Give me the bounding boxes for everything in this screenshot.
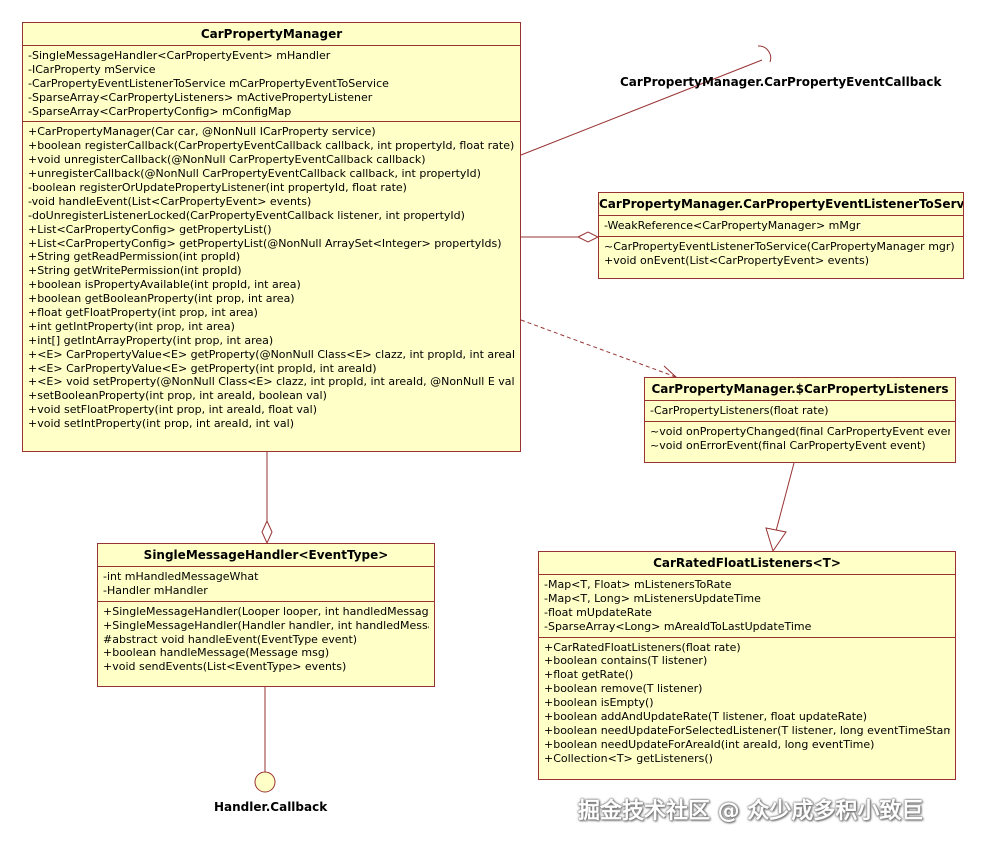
method: +boolean handleMessage(Message msg) xyxy=(103,646,330,660)
class-title: CarRatedFloatListeners<T> xyxy=(539,552,955,575)
method: +int[] getIntArrayProperty(int prop, int… xyxy=(28,333,274,347)
fields-section: -SingleMessageHandler<CarPropertyEvent> … xyxy=(23,46,520,123)
method: +boolean needUpdateForAreaId(int areaId,… xyxy=(544,737,875,751)
method: +List<CarPropertyConfig> getPropertyList… xyxy=(28,222,272,236)
method: -boolean registerOrUpdatePropertyListene… xyxy=(28,181,407,195)
field: -CarPropertyListeners(float rate) xyxy=(650,404,829,417)
field: -SparseArray<Long> mAreaIdToLastUpdateTi… xyxy=(544,619,812,633)
method: +SingleMessageHandler(Handler handler, i… xyxy=(103,618,429,632)
class-title: SingleMessageHandler<EventType> xyxy=(98,544,434,567)
methods-section: +CarRatedFloatListeners(float rate) +boo… xyxy=(539,638,955,769)
method: ~CarPropertyEventListenerToService(CarPr… xyxy=(604,239,955,253)
class-title: CarPropertyManager.CarPropertyEventListe… xyxy=(599,193,963,216)
class-title: CarPropertyManager xyxy=(23,23,520,46)
field: -int mHandledMessageWhat xyxy=(103,570,259,583)
method: +void setIntProperty(int prop, int areaI… xyxy=(28,417,294,431)
method: +String getWritePermission(int propId) xyxy=(28,264,242,278)
callback-socket xyxy=(757,45,772,63)
field: -SparseArray<CarPropertyListeners> mActi… xyxy=(28,90,373,104)
class-car-property-manager[interactable]: CarPropertyManager -SingleMessageHandler… xyxy=(22,22,521,452)
field: -SparseArray<CarPropertyConfig> mConfigM… xyxy=(28,104,292,118)
method: +<E> CarPropertyValue<E> getProperty(int… xyxy=(28,361,377,375)
method: +boolean addAndUpdateRate(T listener, fl… xyxy=(544,710,868,724)
method: +setBooleanProperty(int prop, int areaId… xyxy=(28,389,327,403)
field: -float mUpdateRate xyxy=(544,605,652,619)
method: +void sendEvents(List<EventType> events) xyxy=(103,660,347,674)
methods-section: ~CarPropertyEventListenerToService(CarPr… xyxy=(599,237,963,271)
handler-callback-lollipop xyxy=(254,771,276,793)
method: +boolean needUpdateForSelectedListener(T… xyxy=(544,723,950,737)
class-listener-to-service[interactable]: CarPropertyManager.CarPropertyEventListe… xyxy=(598,192,964,279)
method: +unregisterCallback(@NonNull CarProperty… xyxy=(28,167,481,181)
method: ~void onPropertyChanged(final CarPropert… xyxy=(650,424,950,438)
field: -ICarProperty mService xyxy=(28,62,156,76)
method: ~void onErrorEvent(final CarPropertyEven… xyxy=(650,438,926,452)
method: +boolean registerCallback(CarPropertyEve… xyxy=(28,139,515,153)
method: +List<CarPropertyConfig> getPropertyList… xyxy=(28,236,502,250)
methods-section: +SingleMessageHandler(Looper looper, int… xyxy=(98,602,434,677)
method: -doUnregisterListenerLocked(CarPropertyE… xyxy=(28,208,465,222)
method: +float getFloatProperty(int prop, int ar… xyxy=(28,306,258,320)
method: +String getReadPermission(int propId) xyxy=(28,250,241,264)
interface-label-handler-callback: Handler.Callback xyxy=(214,800,328,814)
handler-composition-diamond xyxy=(261,519,273,545)
methods-section: ~void onPropertyChanged(final CarPropert… xyxy=(645,422,955,456)
method: +<E> CarPropertyValue<E> getProperty(@No… xyxy=(28,347,515,361)
method: +float getRate() xyxy=(544,668,634,682)
interface-label-event-callback: CarPropertyManager.CarPropertyEventCallb… xyxy=(620,75,942,89)
method: +void onEvent(List<CarPropertyEvent> eve… xyxy=(604,253,870,267)
field: -CarPropertyEventListenerToService mCarP… xyxy=(28,76,389,90)
method: +boolean remove(T listener) xyxy=(544,682,703,696)
method: +boolean getBooleanProperty(int prop, in… xyxy=(28,292,295,306)
class-single-message-handler[interactable]: SingleMessageHandler<EventType> -int mHa… xyxy=(97,543,435,687)
method: +CarRatedFloatListeners(float rate) xyxy=(544,640,741,654)
method: +boolean contains(T listener) xyxy=(544,654,708,668)
method: +boolean isPropertyAvailable(int propId,… xyxy=(28,278,301,292)
method: +int getIntProperty(int prop, int area) xyxy=(28,319,235,333)
method: +Collection<T> getListeners() xyxy=(544,751,713,765)
field: -Map<T, Float> mListenersToRate xyxy=(544,578,732,591)
class-car-property-listeners[interactable]: CarPropertyManager.$CarPropertyListeners… xyxy=(644,377,956,463)
field: -WeakReference<CarPropertyManager> mMgr xyxy=(604,219,861,232)
class-title: CarPropertyManager.$CarPropertyListeners xyxy=(645,378,955,401)
listeners-dependency-line xyxy=(520,319,677,378)
method: +void setFloatProperty(int prop, int are… xyxy=(28,403,318,417)
fields-section: -WeakReference<CarPropertyManager> mMgr xyxy=(599,216,963,237)
field: -Handler mHandler xyxy=(103,583,208,597)
field: -SingleMessageHandler<CarPropertyEvent> … xyxy=(28,49,331,62)
generalization-line xyxy=(775,462,795,532)
method: +SingleMessageHandler(Looper looper, int… xyxy=(103,604,429,618)
methods-section: +CarPropertyManager(Car car, @NonNull IC… xyxy=(23,122,520,434)
method: +<E> void setProperty(@NonNull Class<E> … xyxy=(28,375,515,389)
method: #abstract void handleEvent(EventType eve… xyxy=(103,632,358,646)
method: +boolean isEmpty() xyxy=(544,696,654,710)
callback-usage-line xyxy=(520,59,763,156)
method: +void unregisterCallback(@NonNull CarPro… xyxy=(28,153,426,167)
fields-section: -CarPropertyListeners(float rate) xyxy=(645,401,955,422)
method: -void handleEvent(List<CarPropertyEvent>… xyxy=(28,194,312,208)
watermark: 掘金技术社区 @ 众少成多积小致巨 xyxy=(578,799,924,824)
toservice-composition-diamond xyxy=(576,231,600,243)
method: +CarPropertyManager(Car car, @NonNull IC… xyxy=(28,125,376,139)
fields-section: -int mHandledMessageWhat -Handler mHandl… xyxy=(98,567,434,602)
field: -Map<T, Long> mListenersUpdateTime xyxy=(544,591,761,605)
fields-section: -Map<T, Float> mListenersToRate -Map<T, … xyxy=(539,575,955,638)
generalization-arrowhead xyxy=(765,527,787,553)
class-car-rated-float-listeners[interactable]: CarRatedFloatListeners<T> -Map<T, Float>… xyxy=(538,551,956,780)
